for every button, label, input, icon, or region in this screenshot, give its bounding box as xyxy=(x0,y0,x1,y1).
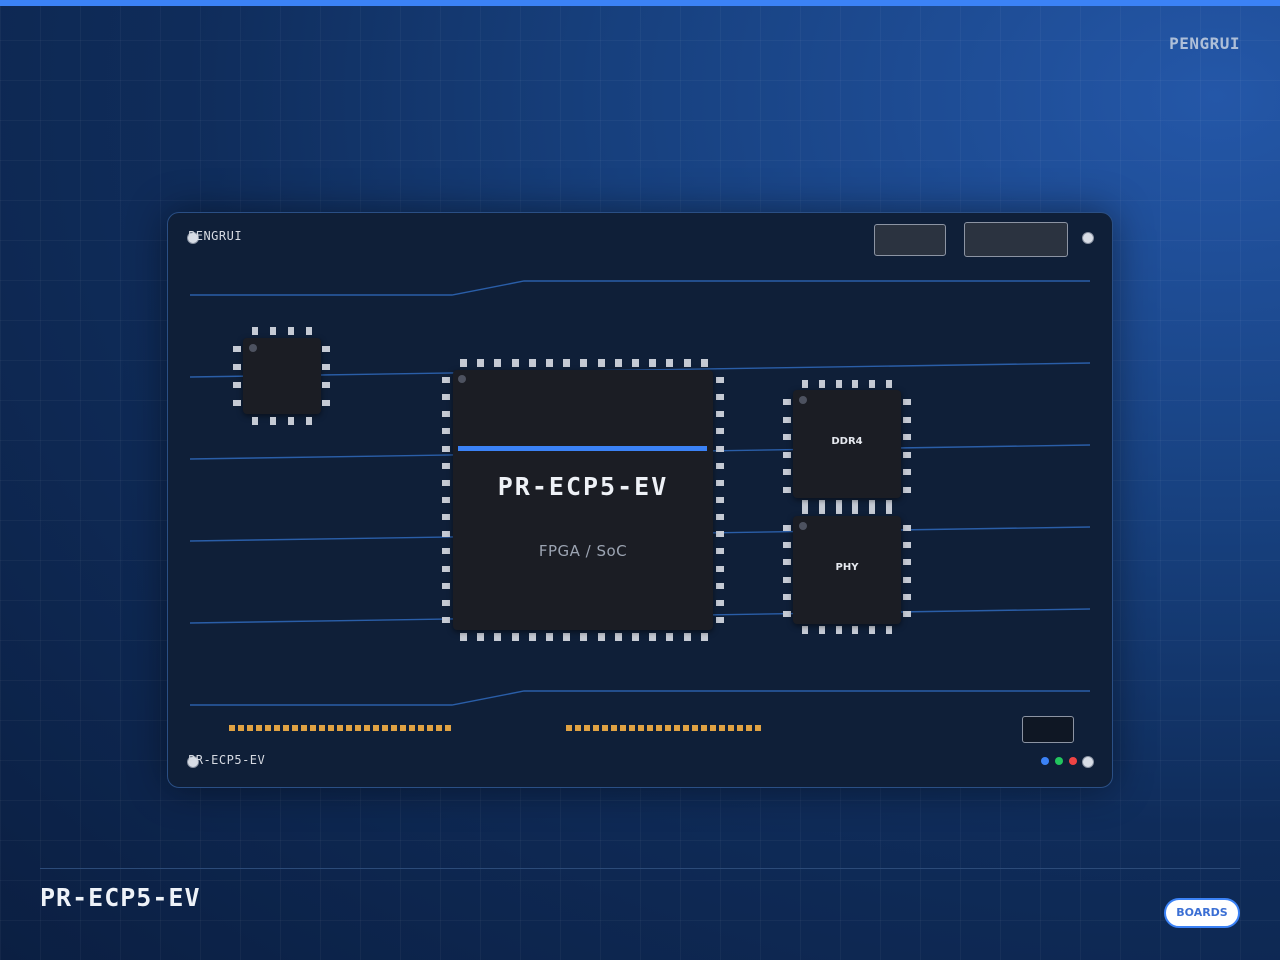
phy-label: PHY xyxy=(835,562,859,573)
small-chip-pins-top xyxy=(252,327,312,335)
phy-chip: PHY xyxy=(793,516,901,624)
pcb-board: PENGRUI PR-ECP5-EV PR-ECP5-EV FPGA / SoC xyxy=(167,212,1113,788)
pin1-dot xyxy=(249,344,257,352)
pin1-dot xyxy=(458,375,466,383)
mount-hole-bottom-left xyxy=(187,756,199,768)
main-chip-pins-top xyxy=(460,359,708,367)
mount-hole-top-right xyxy=(1082,232,1094,244)
pin1-dot xyxy=(799,396,807,404)
phy-pins-left xyxy=(783,525,791,617)
led-red xyxy=(1069,757,1077,765)
ddr4-chip: DDR4 xyxy=(793,390,901,498)
connector-small xyxy=(874,224,946,256)
small-chip-pins-right xyxy=(322,346,330,406)
main-chip-pins-left xyxy=(442,377,450,623)
page-title: PR-ECP5-EV xyxy=(40,883,201,912)
ddr4-pins-bottom xyxy=(802,500,892,514)
phy-pins-right xyxy=(903,525,911,617)
header-pins-left xyxy=(229,725,451,731)
phy-pins-bottom xyxy=(802,626,892,634)
ddr4-pins-left xyxy=(783,399,791,493)
mount-hole-top-left xyxy=(187,232,199,244)
led-blue xyxy=(1041,757,1049,765)
small-chip xyxy=(243,338,321,414)
connector-bottom xyxy=(1022,716,1074,743)
small-chip-pins-bottom xyxy=(252,417,312,425)
main-chip-accent-bar xyxy=(458,446,707,451)
trace-bottom xyxy=(190,690,1090,706)
silk-model: PR-ECP5-EV xyxy=(188,753,266,767)
mount-hole-bottom-right xyxy=(1082,756,1094,768)
main-chip-name: PR-ECP5-EV xyxy=(497,472,669,501)
ddr4-pins-right xyxy=(903,399,911,493)
trace-top xyxy=(190,280,1090,296)
boards-badge[interactable]: BOARDS xyxy=(1164,898,1240,928)
ddr4-label: DDR4 xyxy=(831,436,863,447)
main-chip-subtitle: FPGA / SoC xyxy=(538,542,628,560)
pin1-dot xyxy=(799,522,807,530)
footer-divider xyxy=(40,868,1240,869)
top-accent-bar xyxy=(0,0,1280,6)
status-leds xyxy=(1041,757,1077,765)
ddr4-pins-top xyxy=(802,380,892,388)
silk-brand: PENGRUI xyxy=(188,229,243,243)
connector-large xyxy=(964,222,1068,257)
main-chip-pins-right xyxy=(716,377,724,623)
main-chip-pins-bottom xyxy=(460,633,708,641)
header-pins-right xyxy=(566,725,761,731)
led-green xyxy=(1055,757,1063,765)
brand-logo: PENGRUI xyxy=(1169,34,1240,53)
small-chip-pins-left xyxy=(233,346,241,406)
main-chip: PR-ECP5-EV FPGA / SoC xyxy=(453,370,713,630)
